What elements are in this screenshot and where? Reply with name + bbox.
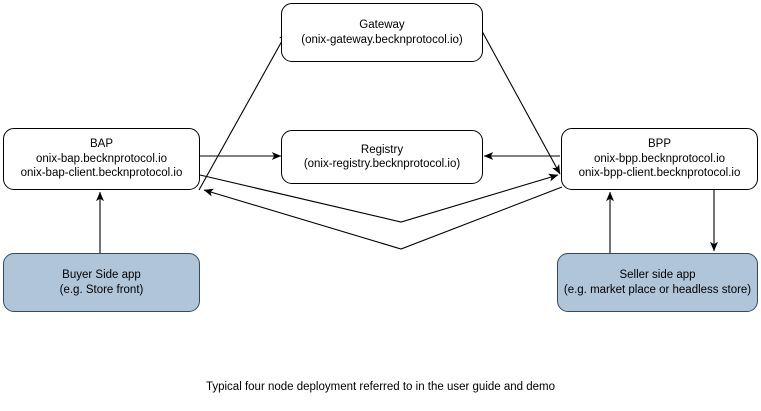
node-seller-app-subtitle: (e.g. market place or headless store) [563, 283, 752, 296]
node-bap[interactable]: BAP onix-bap.becknprotocol.io onix-bap-c… [3, 128, 200, 190]
node-gateway-url: (onix-gateway.becknprotocol.io) [301, 33, 463, 46]
node-buyer-app-title: Buyer Side app [62, 269, 141, 281]
node-bpp-url-primary: onix-bpp.becknprotocol.io [593, 152, 726, 165]
node-seller-app[interactable]: Seller side app (e.g. market place or he… [557, 253, 758, 312]
node-gateway-title: Gateway [359, 19, 405, 31]
node-gateway[interactable]: Gateway (onix-gateway.becknprotocol.io) [281, 3, 483, 62]
node-registry[interactable]: Registry (onix-registry.becknprotocol.io… [281, 130, 483, 184]
node-bpp[interactable]: BPP onix-bpp.becknprotocol.io onix-bpp-c… [561, 128, 758, 190]
node-registry-url: (onix-registry.becknprotocol.io) [303, 158, 461, 170]
edge-bpp-to-bap [203, 186, 563, 250]
edge-gateway-to-bpp [476, 21, 561, 175]
edge-bap-to-bpp [199, 173, 559, 223]
diagram-caption: Typical four node deployment referred to… [205, 381, 556, 393]
node-seller-app-title: Seller side app [619, 269, 696, 281]
node-bap-url-client: onix-bap-client.becknprotocol.io [20, 167, 183, 180]
node-registry-title: Registry [360, 143, 404, 156]
node-bpp-title: BPP [647, 138, 671, 151]
node-buyer-app[interactable]: Buyer Side app (e.g. Store front) [3, 253, 200, 312]
node-buyer-app-subtitle: (e.g. Store front) [59, 283, 144, 296]
node-bap-title: BAP [89, 138, 113, 151]
node-bpp-url-client: onix-bpp-client.becknprotocol.io [578, 167, 741, 180]
node-bap-url-primary: onix-bap.becknprotocol.io [35, 152, 168, 165]
edge-bap-to-gateway [198, 31, 288, 191]
